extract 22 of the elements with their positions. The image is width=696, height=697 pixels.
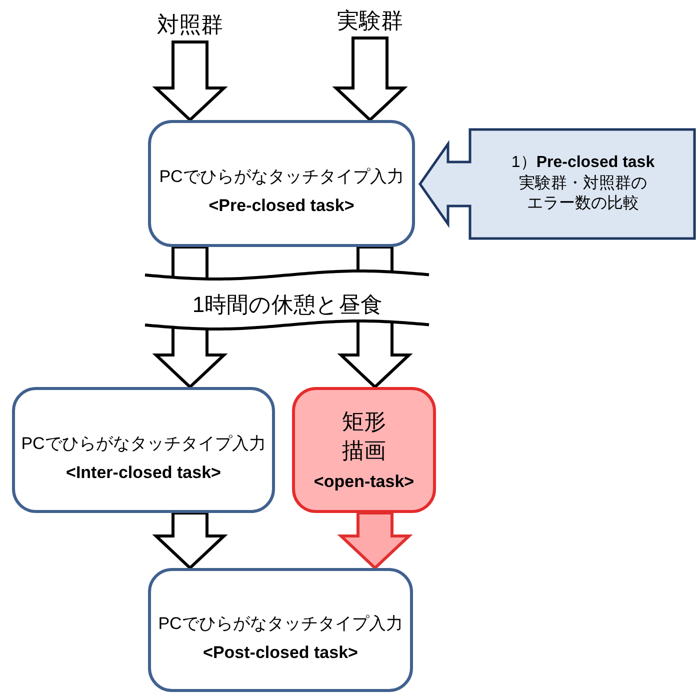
group-label: 実験群	[337, 7, 403, 35]
process-box	[148, 568, 413, 692]
process-box	[12, 387, 275, 513]
task-label: <Post-closed task>	[203, 642, 358, 662]
task-label: <Inter-closed task>	[66, 462, 221, 482]
task-box	[292, 387, 436, 513]
callout-title: 1）Pre-closed task	[511, 152, 655, 173]
task-label: <open-task>	[314, 472, 414, 492]
task-text: PCでひらがなタッチタイプ入力	[159, 166, 404, 188]
process-box	[148, 120, 415, 247]
callout-text: 実験群・対照群のエラー数の比較	[518, 174, 648, 214]
block-arrow	[152, 40, 228, 122]
task-label: <Pre-closed task>	[208, 196, 354, 216]
task-text: PCでひらがなタッチタイプ入力	[21, 432, 266, 454]
block-arrow	[152, 512, 228, 570]
block-arrow	[337, 512, 413, 570]
callout-arrow	[418, 128, 696, 240]
block-arrow	[332, 36, 408, 122]
group-label: 対照群	[157, 11, 223, 39]
break-label: 1時間の休憩と昼食	[192, 292, 383, 317]
task-text: 矩形描画	[341, 408, 387, 465]
task-text: PCでひらがなタッチタイプ入力	[158, 612, 403, 634]
